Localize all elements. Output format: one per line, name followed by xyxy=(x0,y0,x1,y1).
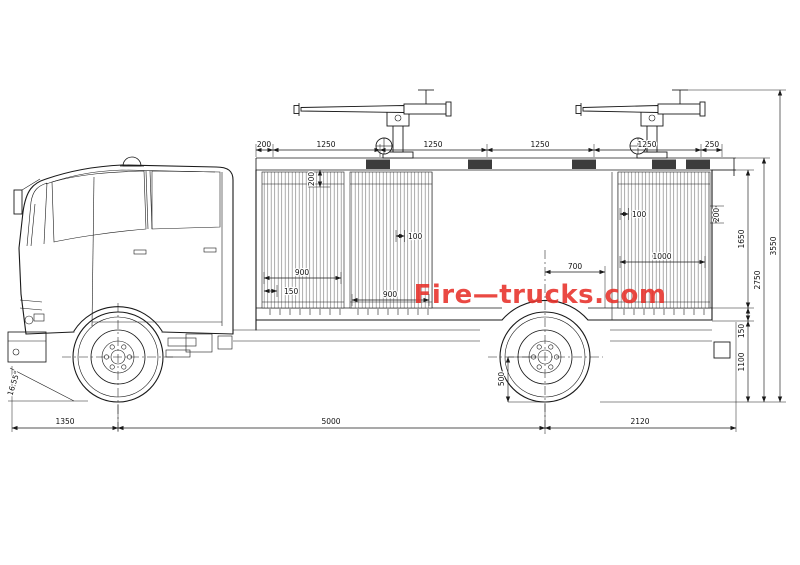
dim-label-axle-height: 500 xyxy=(497,372,506,387)
roller-shutter-bay-1 xyxy=(261,171,345,315)
dim-label-rear-overhang: 2120 xyxy=(630,417,649,426)
dim-label-1100: 1100 xyxy=(737,352,746,371)
dim-label-top-1250d: 1250 xyxy=(637,140,656,149)
door-handle xyxy=(133,249,147,255)
dim-label-2750: 2750 xyxy=(753,270,762,289)
dim-label-bay1-width: 900 xyxy=(295,268,310,277)
rear-step-box xyxy=(713,341,731,359)
dim-label-top-1250b: 1250 xyxy=(423,140,442,149)
dimension-annotations: 200 1250 1250 1250 1250 250 1350 5000 21… xyxy=(5,89,786,432)
dim-label-top-1250a: 1250 xyxy=(316,140,335,149)
dim-label-top-200: 200 xyxy=(257,140,272,149)
cab-rear-window xyxy=(151,170,221,230)
truck-superstructure xyxy=(185,157,736,359)
approach-angle-line xyxy=(9,367,75,402)
door-handle-rear xyxy=(203,247,217,253)
dim-label-axle-to-body: 700 xyxy=(568,262,583,271)
watermark-text: Fire—trucks.com xyxy=(414,280,667,310)
dim-label-wheelbase: 5000 xyxy=(321,417,340,426)
dim-label-top-1250c: 1250 xyxy=(530,140,549,149)
dim-label-bay1-small: 150 xyxy=(284,287,299,296)
roller-shutter-bay-3 xyxy=(617,171,711,315)
chassis-frame xyxy=(185,329,712,353)
dim-label-150: 150 xyxy=(737,324,746,339)
dim-label-bay1-top: 200 xyxy=(307,172,316,187)
dim-label-bay2-width: 900 xyxy=(383,290,398,299)
dim-label-3550: 3550 xyxy=(769,236,778,255)
cab-step-upper xyxy=(167,337,197,347)
cab-step-lower xyxy=(165,349,191,358)
dim-label-bay3-width: 1000 xyxy=(652,252,671,261)
dimension-lines xyxy=(11,89,783,431)
front-bumper xyxy=(7,331,47,363)
dim-label-bay3-top: 100 xyxy=(632,210,647,219)
dimension-labels: 200 1250 1250 1250 1250 250 1350 5000 21… xyxy=(5,139,780,427)
dim-label-bay2-small: 100 xyxy=(408,232,423,241)
dim-label-1650: 1650 xyxy=(737,229,746,248)
roof-beacon-light xyxy=(120,156,144,167)
dim-label-front-overhang: 1350 xyxy=(55,417,74,426)
deck-grating-blocks xyxy=(366,159,710,169)
dim-label-top-250: 250 xyxy=(705,140,720,149)
cab-front-details xyxy=(7,299,47,363)
tow-hook xyxy=(12,348,20,356)
dim-label-bay3-side: 200 xyxy=(712,208,721,223)
cab-front-window xyxy=(51,170,147,243)
side-mirror xyxy=(13,178,41,215)
